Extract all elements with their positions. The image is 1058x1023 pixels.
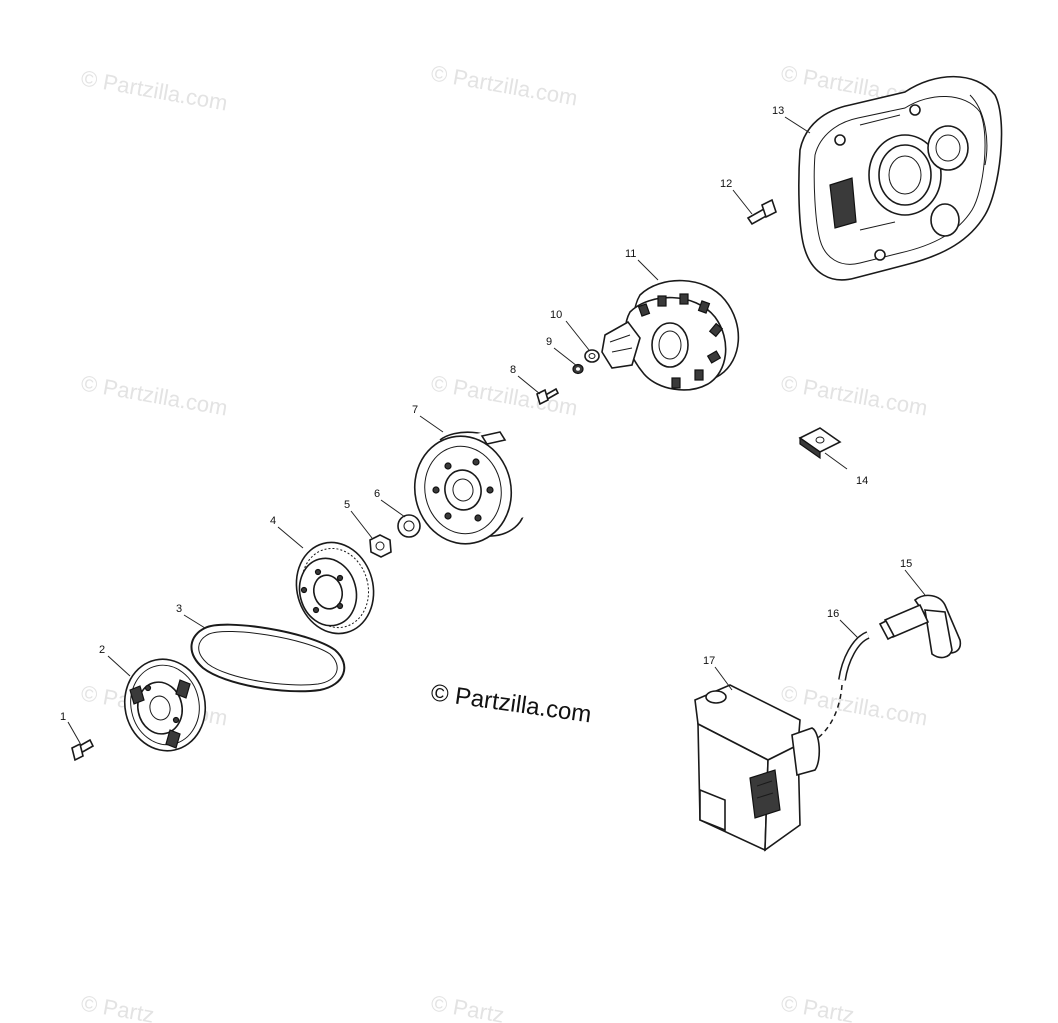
callout-12[interactable]: 12 <box>720 178 732 190</box>
ignition-wire[interactable] <box>814 631 870 741</box>
lock-washer[interactable] <box>572 363 584 375</box>
callout-6[interactable]: 6 <box>374 488 380 500</box>
watermark: © Partzilla.com <box>429 60 579 110</box>
callout-4[interactable]: 4 <box>270 515 276 527</box>
ignition-coil[interactable] <box>694 684 821 852</box>
watermark: © Partzilla.com <box>779 370 929 420</box>
watermark: © Partz <box>79 990 156 1023</box>
watermark: © Partzilla.com <box>779 680 929 730</box>
clip[interactable] <box>798 427 842 460</box>
bolt[interactable] <box>746 198 777 226</box>
ring-gear-pulley[interactable] <box>286 534 383 643</box>
callout-1[interactable]: 1 <box>60 711 66 723</box>
watermark: © Partz <box>429 990 506 1023</box>
callout-15[interactable]: 15 <box>900 558 912 570</box>
watermark: © Partzilla.com <box>79 370 229 420</box>
callout-11[interactable]: 11 <box>625 248 636 260</box>
callout-leaders <box>67 116 926 744</box>
bolt[interactable] <box>71 738 95 762</box>
callout-13[interactable]: 13 <box>772 105 784 117</box>
nut[interactable] <box>369 534 392 558</box>
watermark: © Partzilla.com <box>79 65 229 115</box>
callout-7[interactable]: 7 <box>412 404 418 416</box>
callout-14[interactable]: 14 <box>856 475 868 487</box>
callout-9[interactable]: 9 <box>546 336 552 348</box>
flywheel[interactable] <box>405 427 532 553</box>
belt[interactable] <box>190 623 346 693</box>
flat-washer[interactable] <box>584 349 600 363</box>
callout-2[interactable]: 2 <box>99 644 105 656</box>
watermark-main: © Partzilla.com <box>429 679 593 728</box>
drive-pulley-half[interactable] <box>116 652 213 759</box>
callout-labels: 1 2 3 4 5 6 7 8 9 10 11 12 13 14 15 16 1… <box>60 105 912 723</box>
callout-10[interactable]: 10 <box>550 309 562 321</box>
callout-17[interactable]: 17 <box>703 655 715 667</box>
magneto-housing[interactable] <box>798 75 1003 281</box>
callout-5[interactable]: 5 <box>344 499 350 511</box>
washer[interactable] <box>397 514 421 538</box>
callout-16[interactable]: 16 <box>827 608 839 620</box>
callout-8[interactable]: 8 <box>510 364 516 376</box>
stator[interactable] <box>601 279 740 391</box>
watermark: © Partzilla.com <box>429 370 579 420</box>
watermark: © Partz <box>779 990 856 1023</box>
spark-plug-cap[interactable] <box>878 594 962 659</box>
callout-3[interactable]: 3 <box>176 603 182 615</box>
